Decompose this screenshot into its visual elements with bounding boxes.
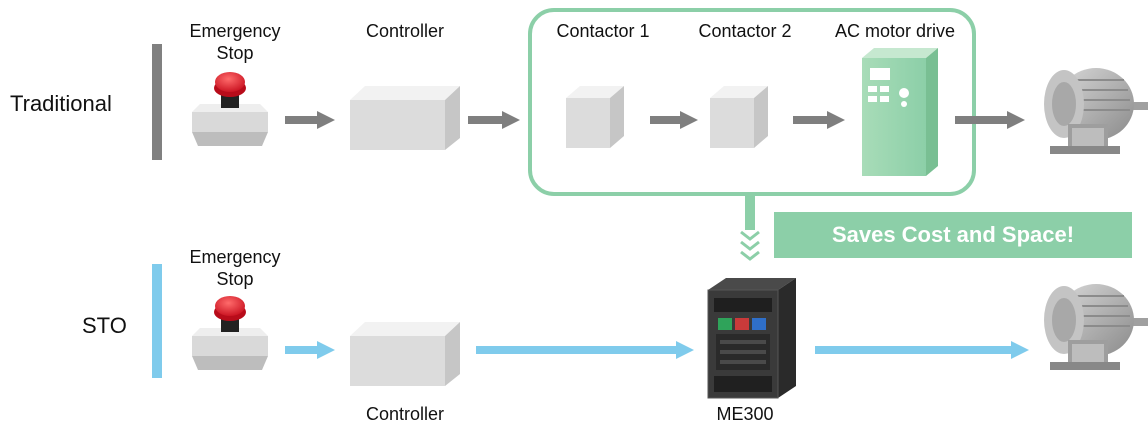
emergency-stop-button-icon bbox=[192, 72, 268, 146]
controller-box-icon bbox=[350, 322, 460, 386]
traditional-estop-label: Emergency Stop bbox=[170, 20, 300, 64]
sto-bar bbox=[152, 264, 162, 378]
arrow-contactor1-to-contactor2 bbox=[650, 111, 698, 129]
emergency-stop-button-icon bbox=[192, 296, 268, 370]
frame-to-me300-connector bbox=[740, 194, 760, 261]
me300-drive-icon bbox=[707, 278, 796, 399]
arrow-estop-to-controller bbox=[285, 111, 335, 129]
sto-arrows bbox=[285, 341, 1029, 359]
sto-estop-label-line1: Emergency bbox=[189, 247, 281, 267]
motor-icon bbox=[1044, 284, 1148, 370]
arrow-controller-to-contactor1 bbox=[468, 111, 520, 129]
ac-motor-drive-icon bbox=[862, 48, 938, 176]
row-label-sto: STO bbox=[82, 313, 127, 338]
saves-cost-callout-text: Saves Cost and Space! bbox=[831, 222, 1075, 247]
me300-label: ME300 bbox=[716, 404, 774, 424]
arrow-sto-controller-to-me300 bbox=[476, 341, 694, 359]
arrow-sto-estop-to-controller bbox=[285, 341, 335, 359]
arrow-sto-me300-to-motor bbox=[815, 341, 1029, 359]
contactor-box-icon bbox=[710, 86, 768, 148]
saves-cost-callout: Saves Cost and Space! bbox=[774, 212, 1132, 258]
contactor-box-icon bbox=[566, 86, 624, 148]
traditional-bar bbox=[152, 44, 162, 160]
arrow-contactor2-to-drive bbox=[793, 111, 845, 129]
traditional-controller-label: Controller bbox=[365, 21, 445, 41]
controller-box-icon bbox=[350, 86, 460, 150]
contactor1-label: Contactor 1 bbox=[556, 21, 650, 41]
sto-estop-label: Emergency Stop bbox=[170, 246, 300, 290]
arrow-drive-to-motor bbox=[955, 111, 1025, 129]
row-label-traditional: Traditional bbox=[10, 91, 112, 116]
traditional-estop-label-line1: Emergency bbox=[189, 21, 281, 41]
sto-controller-label: Controller bbox=[365, 404, 445, 424]
traditional-estop-label-line2: Stop bbox=[216, 43, 254, 63]
ac-drive-label: AC motor drive bbox=[834, 21, 956, 41]
motor-icon bbox=[1044, 68, 1148, 154]
contactor2-label: Contactor 2 bbox=[698, 21, 792, 41]
traditional-arrows bbox=[285, 111, 1025, 129]
sto-estop-label-line2: Stop bbox=[216, 269, 254, 289]
